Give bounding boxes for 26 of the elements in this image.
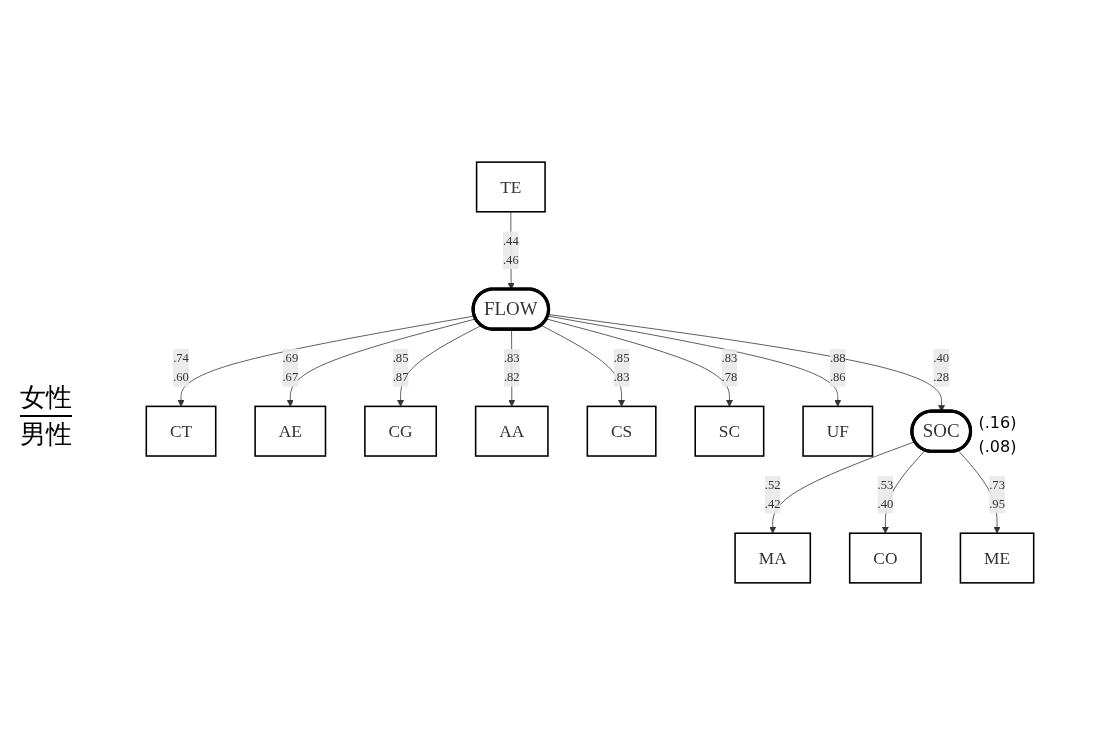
node-box: CT	[145, 405, 217, 457]
node-box: TE	[475, 161, 546, 213]
edge-label: .85 .87	[392, 351, 409, 384]
edge-label: .74 .60	[173, 351, 189, 384]
node-box: MA	[734, 532, 812, 584]
node-box: ME	[959, 532, 1035, 584]
node-box: CS	[586, 405, 657, 457]
beside-text: (.16) (.08)	[978, 412, 1017, 459]
edge-label: .69 .67	[282, 351, 299, 384]
edge-label: .53 .40	[877, 478, 894, 511]
node-box: AA	[474, 405, 549, 457]
edge-label: .85 .83	[613, 351, 630, 384]
node-box: SC	[694, 405, 765, 457]
edge-label: .83 .78	[721, 351, 738, 384]
node-box: CO	[848, 532, 922, 584]
node-box: UF	[802, 405, 874, 457]
edge-label: .73 .95	[989, 478, 1005, 511]
node-box: CG	[364, 405, 438, 457]
edge-label: .83 .82	[503, 351, 520, 384]
edge-label: .52 .42	[764, 478, 781, 511]
legend-text: 男性	[20, 419, 72, 449]
edge-label: .88 .86	[829, 351, 846, 384]
node-box: AE	[254, 405, 327, 457]
legend-text: 女性	[20, 380, 72, 417]
edge-label: .44 .46	[502, 233, 519, 267]
edge-label: .40 .28	[933, 351, 950, 384]
